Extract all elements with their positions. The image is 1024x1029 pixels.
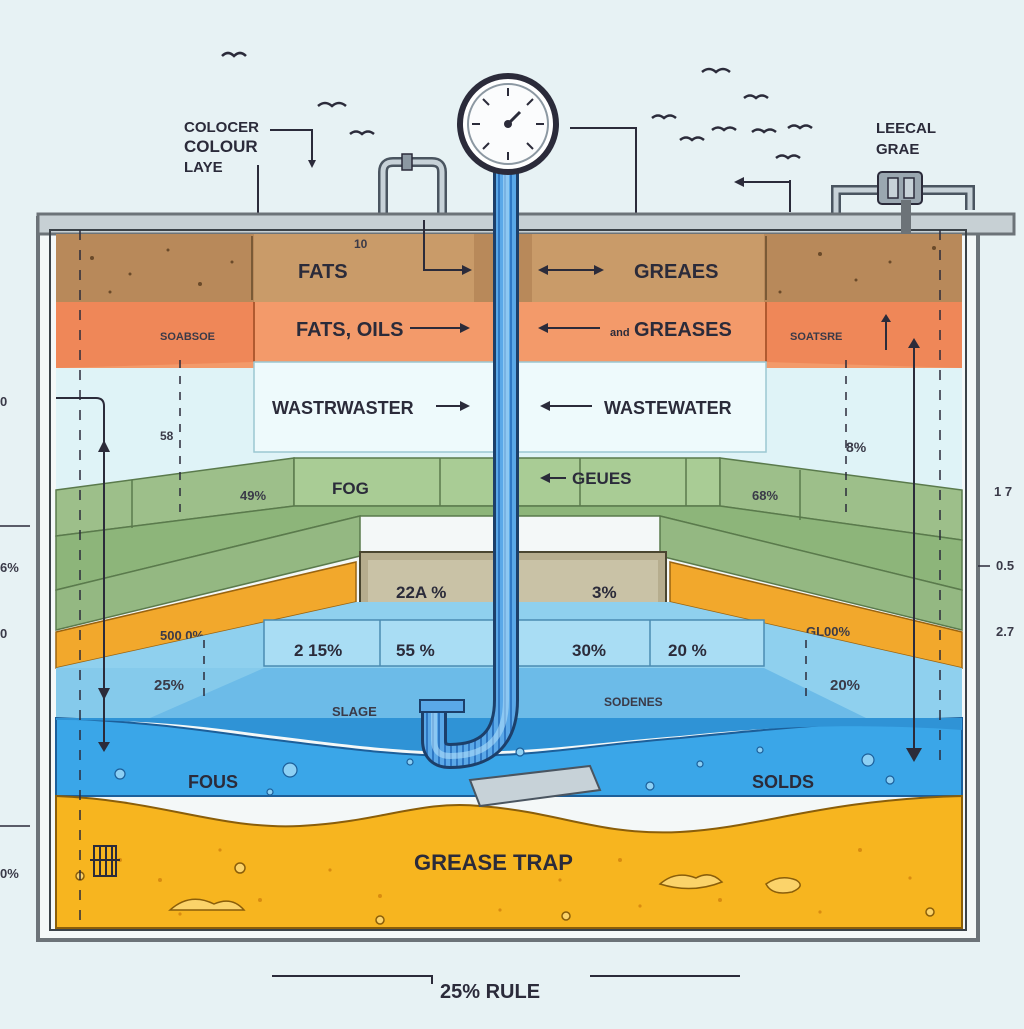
fog-label: FOG [332, 479, 369, 498]
orange-band [55, 561, 963, 669]
pct-49: 49% [240, 488, 266, 503]
valve-icon [831, 171, 975, 215]
sludge-yellow-layer [55, 794, 963, 929]
fats-label: FATS [298, 261, 348, 283]
right-margin-marks: 1 7 0.5 2.7 [978, 484, 1014, 639]
pct-left-wall: 58 [160, 429, 174, 443]
label-line-1: COLOCER [184, 119, 259, 136]
label-line-3: LAYE [184, 159, 223, 176]
bird-icon [221, 51, 813, 160]
label-line-1: LEECAL [876, 120, 936, 137]
label-line-2: GRAE [876, 141, 919, 158]
slage-label: SLAGE [332, 704, 377, 719]
fous-label: FOUS [188, 772, 238, 792]
pct-gl: GL00% [806, 624, 851, 639]
pct-55: 55 % [396, 641, 435, 660]
and-greases-label: GREASES [634, 319, 732, 341]
blue-water-layer [55, 716, 963, 797]
mark-right-2: 2.7 [996, 624, 1014, 639]
green-layer [55, 457, 963, 631]
pct-right-wall: 8% [846, 439, 867, 455]
pct-20a: 20 % [668, 641, 707, 660]
side-left-label: SOABSOE [160, 331, 215, 343]
mark-left-3: 0 [0, 626, 7, 641]
mark-right-0: 1 7 [994, 484, 1012, 499]
measuring-pipe [419, 140, 602, 808]
and-prefix: and [610, 327, 630, 339]
top-left-label: COLOCER COLOUR LAYE [184, 119, 259, 176]
label-line-2: COLOUR [184, 137, 258, 156]
pct-3: 3% [592, 583, 617, 602]
fitting-icon [90, 845, 120, 877]
pct-68: 68% [752, 488, 778, 503]
inlet-pipe [378, 153, 447, 215]
wastewater-left-label: WASTRWASTER [272, 398, 414, 418]
mark-left-2: 6% [0, 560, 19, 575]
greases-top-label: GREAES [634, 261, 718, 283]
grease-trap-label: GREASE TRAP [414, 850, 573, 875]
footer-rule: 25% RULE [272, 975, 740, 1003]
side-right-label: SOATSRE [790, 331, 842, 343]
mark-left-4: 0% [0, 866, 19, 881]
sodenes-label: SODENES [604, 695, 663, 709]
solds-label: SOLDS [752, 772, 814, 792]
pct-25: 25% [154, 677, 184, 694]
wastewater-right-label: WASTEWATER [604, 398, 732, 418]
geues-label: GEUES [572, 469, 632, 488]
tick-small: 10 [354, 237, 368, 251]
top-right-label: LEECAL GRAE [876, 120, 936, 158]
pressure-gauge-icon [457, 73, 559, 175]
pct-22a: 22A % [396, 583, 446, 602]
rule-label: 25% RULE [440, 981, 540, 1003]
pct-30: 30% [572, 641, 606, 660]
pct-20b: 20% [830, 677, 860, 694]
left-margin-marks: 0 6% 0 0% [0, 394, 30, 881]
mark-left-0: 0 [0, 394, 7, 409]
pct-215: 2 15% [294, 641, 342, 660]
fats-oils-label: FATS, OILS [296, 319, 403, 341]
mark-right-1: 0.5 [996, 558, 1014, 573]
